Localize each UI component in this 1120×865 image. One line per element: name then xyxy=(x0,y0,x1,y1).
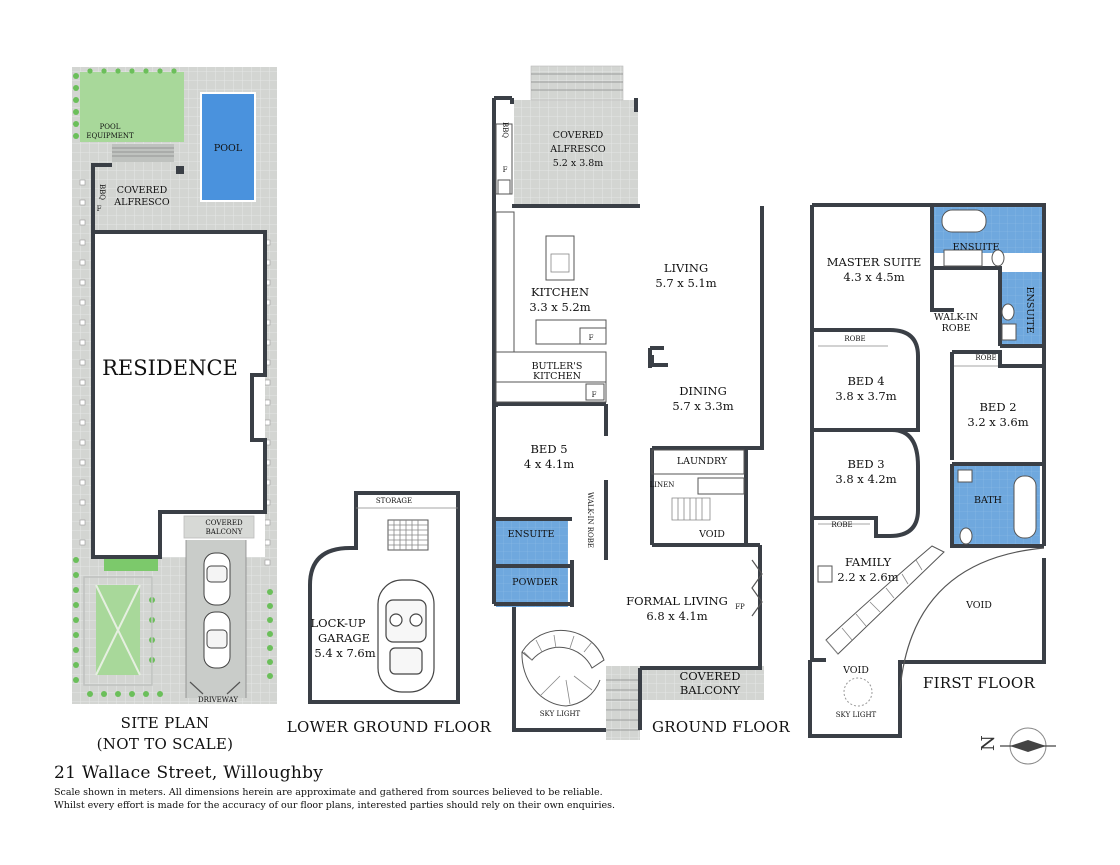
gf-dining-label: DINING xyxy=(679,384,727,398)
ff-robe-label-1: ROBE xyxy=(844,335,865,343)
lower-ground-car xyxy=(377,579,435,693)
ff-robe-label-2: ROBE xyxy=(975,354,996,362)
gf-fridge-label: F xyxy=(503,166,508,174)
gf-bed5-label: BED 5 xyxy=(530,442,567,456)
disclaimer-line-1: Scale shown in meters. All dimensions he… xyxy=(54,787,603,798)
site-steps xyxy=(112,144,174,162)
gf-spiral-stair xyxy=(521,629,605,707)
gf-alfresco-dim: 5.2 x 3.8m xyxy=(553,158,604,169)
gf-bbq-label: BBQ xyxy=(501,122,509,138)
ff-walkin-label-2: ROBE xyxy=(942,323,971,334)
ff-bed4-dim: 3.8 x 3.7m xyxy=(835,389,896,403)
site-fridge-label: F xyxy=(97,205,102,213)
site-plan-subheading: (NOT TO SCALE) xyxy=(97,735,234,753)
disclaimer-line-2: Whilst every effort is made for the accu… xyxy=(54,800,616,811)
gf-fireplace-label: FP xyxy=(735,603,745,611)
lg-garage-dim: 5.4 x 7.6m xyxy=(314,646,375,660)
site-pool xyxy=(200,92,256,202)
ff-skylight-label: SKY LIGHT xyxy=(836,711,877,719)
ff-family-dim: 2.2 x 2.6m xyxy=(837,570,898,584)
first-floor: MASTER SUITE 4.3 x 4.5m ENSUITE ENSUITE … xyxy=(808,203,1046,738)
ff-master-dim: 4.3 x 4.5m xyxy=(843,270,904,284)
gf-kitchen-dim: 3.3 x 5.2m xyxy=(529,300,590,314)
lower-ground-heading: LOWER GROUND FLOOR xyxy=(287,718,492,736)
gf-dining-dim: 5.7 x 3.3m xyxy=(672,399,733,413)
gf-skylight-label: SKY LIGHT xyxy=(540,710,581,718)
site-balcony-label-2: BALCONY xyxy=(206,528,243,536)
first-floor-heading: FIRST FLOOR xyxy=(923,674,1036,692)
site-residence xyxy=(93,232,265,557)
gf-powder-label: POWDER xyxy=(512,577,558,588)
gf-powder-fill xyxy=(496,567,568,607)
gf-ensuite-fill xyxy=(496,519,568,565)
gf-butlers-label: BUTLER'S xyxy=(532,361,583,372)
property-title: 21 Wallace Street, Willoughby xyxy=(54,763,324,783)
ff-void-label: VOID xyxy=(965,600,992,611)
lg-garage-label: LOCK-UP xyxy=(311,616,366,630)
gf-laundry-label: LAUNDRY xyxy=(677,456,728,467)
site-cars xyxy=(203,552,231,669)
gf-linen-label: LINEN xyxy=(650,481,675,489)
gf-fridge-label-3: F xyxy=(592,391,597,399)
lg-storage-label: STORAGE xyxy=(376,497,412,505)
gf-fridge-label-2: F xyxy=(589,334,594,342)
gf-living-label: LIVING xyxy=(664,261,708,275)
gf-formal-living-label: FORMAL LIVING xyxy=(626,594,728,608)
gf-alfresco-floor xyxy=(514,100,638,205)
ff-robe-label-3: ROBE xyxy=(831,521,852,529)
gf-walkin-label: WALK-IN ROBE xyxy=(586,492,594,548)
gf-kitchen-label: KITCHEN xyxy=(531,285,589,299)
site-alfresco-label: COVERED xyxy=(117,185,168,196)
lg-garage-label-2: GARAGE xyxy=(318,631,370,645)
gf-formal-living-dim: 6.8 x 4.1m xyxy=(646,609,707,623)
site-lawn xyxy=(80,72,184,142)
ff-bed2-dim: 3.2 x 3.6m xyxy=(967,415,1028,429)
ground-floor-heading: GROUND FLOOR xyxy=(652,718,790,736)
gf-balcony-label: COVERED xyxy=(680,669,741,683)
ff-bed3-dim: 3.8 x 4.2m xyxy=(835,472,896,486)
ff-bed3-label: BED 3 xyxy=(847,457,884,471)
ff-bed2-label: BED 2 xyxy=(979,400,1016,414)
gf-butlers-label-2: KITCHEN xyxy=(533,371,581,382)
ff-ensuite-2-label: ENSUITE xyxy=(1024,287,1035,334)
site-driveway-label: DRIVEWAY xyxy=(198,696,238,704)
site-pool-equipment-label: POOL xyxy=(100,123,121,131)
gf-ensuite-label: ENSUITE xyxy=(508,529,555,540)
site-plan: POOL EQUIPMENT POOL COVERED ALFRESCO BBQ… xyxy=(72,67,277,753)
site-residence-label: RESIDENCE xyxy=(102,356,238,380)
site-pool-equipment-label-2: EQUIPMENT xyxy=(86,132,134,140)
ff-curved-stair xyxy=(825,545,1045,691)
site-bbq-label: BBQ xyxy=(98,184,106,200)
site-alfresco-label-2: ALFRESCO xyxy=(113,197,170,208)
ff-bed4-label: BED 4 xyxy=(847,374,884,388)
gf-void-label: VOID xyxy=(698,529,725,540)
ff-family-label: FAMILY xyxy=(845,555,892,569)
gf-balcony-floor xyxy=(640,666,764,700)
site-balcony-label: COVERED xyxy=(205,519,243,527)
ff-void-label-2: VOID xyxy=(842,665,869,676)
north-compass-icon: N xyxy=(978,727,1056,765)
site-pool-label: POOL xyxy=(214,143,243,154)
gf-living-dim: 5.7 x 5.1m xyxy=(655,276,716,290)
ff-master-label: MASTER SUITE xyxy=(827,255,922,269)
gf-bed5-dim: 4 x 4.1m xyxy=(524,457,574,471)
ff-bath-label: BATH xyxy=(974,495,1002,506)
site-plan-heading: SITE PLAN xyxy=(121,714,210,732)
compass-label: N xyxy=(978,735,999,751)
ff-walkin-label: WALK-IN xyxy=(934,312,978,323)
site-hedge xyxy=(73,68,273,697)
ground-floor: COVERED ALFRESCO 5.2 x 3.8m BBQ F KITCHE… xyxy=(492,65,790,740)
gf-balcony-label-2: BALCONY xyxy=(680,683,741,697)
lower-ground-floor: STORAGE LOCK-UP GARAGE 5.4 x 7.6m LOWER … xyxy=(287,491,492,736)
ff-ensuite-label: ENSUITE xyxy=(953,242,1000,253)
gf-alfresco-label: COVERED xyxy=(553,130,604,141)
gf-alfresco-label-2: ALFRESCO xyxy=(549,144,606,155)
